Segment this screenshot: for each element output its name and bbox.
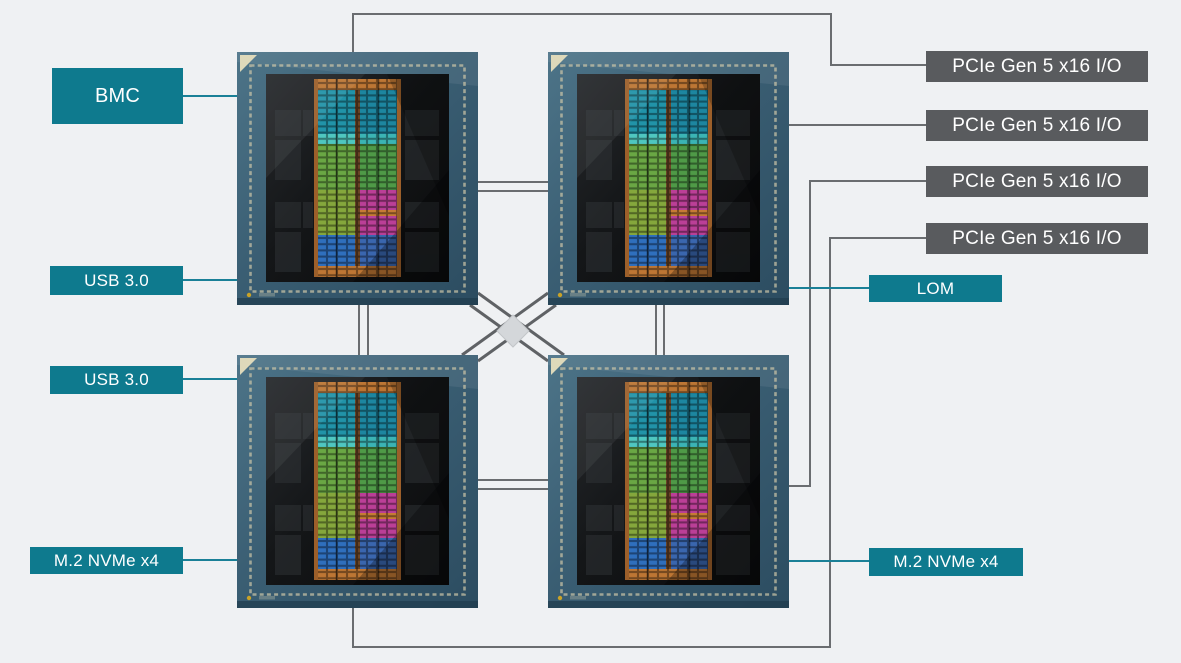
interlink-top-h2	[477, 190, 549, 192]
connector-pcie3-v	[809, 180, 811, 487]
connector-usb-top	[183, 279, 237, 281]
interlink-right-v1	[655, 303, 657, 357]
cpu-package-top-right	[548, 52, 789, 305]
port-label-lom: LOM	[869, 275, 1002, 302]
cpu-die-image	[237, 355, 478, 608]
connector-pcie1-right-v	[830, 13, 832, 66]
port-label-pcie-2: PCIe Gen 5 x16 I/O	[926, 110, 1148, 141]
port-label-m2-nvme-right: M.2 NVMe x4	[869, 548, 1023, 576]
port-label-text: PCIe Gen 5 x16 I/O	[952, 114, 1122, 136]
connector-pcie1-box-h	[830, 64, 926, 66]
connector-pcie3-box-h	[809, 180, 926, 182]
connector-lom	[788, 287, 869, 289]
connector-pcie1-chip-v	[352, 13, 354, 54]
cpu-die-image	[548, 52, 789, 305]
port-label-text: M.2 NVMe x4	[53, 550, 160, 570]
port-label-text: BMC	[94, 84, 141, 107]
interlink-top-h1	[477, 181, 549, 183]
connector-usb-bottom	[183, 378, 237, 380]
connector-pcie4-chip-v	[352, 608, 354, 648]
port-label-pcie-4: PCIe Gen 5 x16 I/O	[926, 223, 1148, 254]
connector-m2-right	[788, 560, 869, 562]
connector-pcie3-chip-h	[788, 485, 811, 487]
interlink-bottom-h2	[477, 488, 549, 490]
port-label-pcie-1: PCIe Gen 5 x16 I/O	[926, 51, 1148, 82]
port-label-pcie-3: PCIe Gen 5 x16 I/O	[926, 166, 1148, 197]
interlink-right-v2	[663, 303, 665, 357]
connector-pcie1-top-h	[352, 13, 832, 15]
cpu-package-top-left	[237, 52, 478, 305]
connector-pcie4-box-h	[829, 237, 926, 239]
port-label-text: USB 3.0	[84, 270, 149, 290]
port-label-text: PCIe Gen 5 x16 I/O	[952, 55, 1122, 77]
cpu-package-bottom-left	[237, 355, 478, 608]
port-label-usb3-top: USB 3.0	[50, 266, 183, 295]
port-label-m2-nvme-left: M.2 NVMe x4	[30, 547, 183, 574]
connector-bmc	[183, 95, 237, 97]
port-label-text: PCIe Gen 5 x16 I/O	[952, 227, 1122, 249]
cpu-package-bottom-right	[548, 355, 789, 608]
port-label-text: M.2 NVMe x4	[893, 552, 999, 571]
cpu-die-image	[548, 355, 789, 608]
cpu-die-image	[237, 52, 478, 305]
port-label-usb3-bottom: USB 3.0	[50, 366, 183, 394]
port-label-text: USB 3.0	[84, 370, 149, 389]
port-label-text: LOM	[916, 278, 955, 298]
connector-m2-left	[183, 559, 237, 561]
port-label-text: PCIe Gen 5 x16 I/O	[952, 170, 1122, 192]
interlink-bottom-h1	[477, 479, 549, 481]
interlink-left-v1	[358, 303, 360, 357]
port-label-bmc: BMC	[52, 68, 183, 124]
connector-pcie2-h	[788, 124, 926, 126]
connector-pcie4-v	[829, 237, 831, 648]
crossbar-diamond	[496, 314, 530, 348]
connector-pcie4-bottom-h	[352, 646, 831, 648]
interlink-left-v2	[367, 303, 369, 357]
